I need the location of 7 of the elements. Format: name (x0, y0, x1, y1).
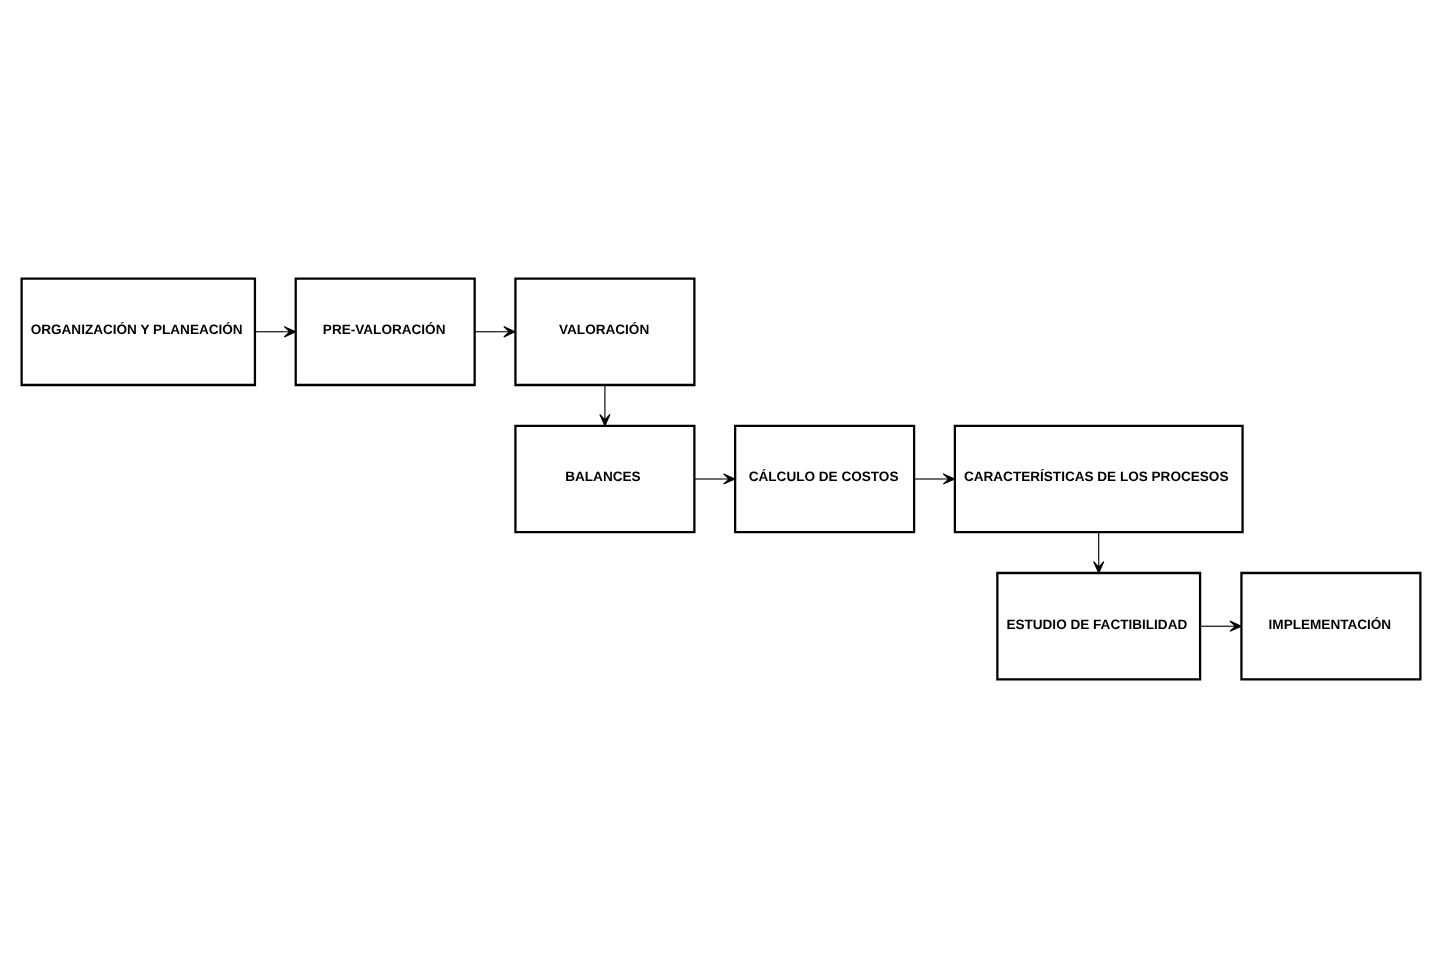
arrow (694, 472, 736, 484)
arrow (913, 472, 956, 484)
arrow (599, 383, 611, 426)
arrow (254, 325, 297, 337)
arrow (1093, 531, 1105, 573)
arrow (1199, 619, 1242, 631)
arrow (474, 325, 516, 337)
